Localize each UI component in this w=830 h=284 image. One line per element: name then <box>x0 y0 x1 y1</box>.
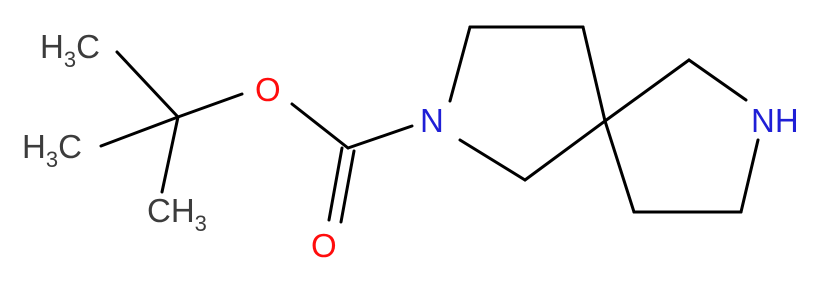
bond-spiro-c-bottom <box>523 119 607 182</box>
bond-cq-methyl-top <box>115 50 180 119</box>
bond-nh-c-lower-right <box>739 138 760 214</box>
bond-cq-methyl-bottom <box>160 115 180 194</box>
ring-nitrogen-boc-label: N <box>420 102 444 139</box>
bond-n-c-top <box>448 25 472 103</box>
bond-carbonyl-double-a <box>327 146 344 222</box>
bond-c-top-right-spiro <box>581 25 607 123</box>
bond-cq-methyl-mid <box>99 115 180 148</box>
bond-cq-ester-o <box>176 92 244 119</box>
bond-c-bottom-n <box>458 138 527 182</box>
bond-spiro-c-upper-right <box>603 58 691 123</box>
methyl-top-label: H3C <box>40 28 100 72</box>
bond-carbonyl-double-b <box>339 149 356 224</box>
bond-c-lower-spiro <box>603 119 636 214</box>
ester-oxygen-label: O <box>255 71 281 108</box>
methyl-mid-label: H3C <box>22 128 82 172</box>
ring-nitrogen-h-label: NH <box>751 102 799 139</box>
bond-c-upper-right-nh <box>687 58 748 102</box>
bond-ester-o-carbonyl-c <box>290 102 350 150</box>
carbonyl-oxygen-label: O <box>311 227 337 264</box>
bond-carbonyl-c-n <box>346 124 414 150</box>
methyl-bottom-label: CH3 <box>147 192 207 236</box>
